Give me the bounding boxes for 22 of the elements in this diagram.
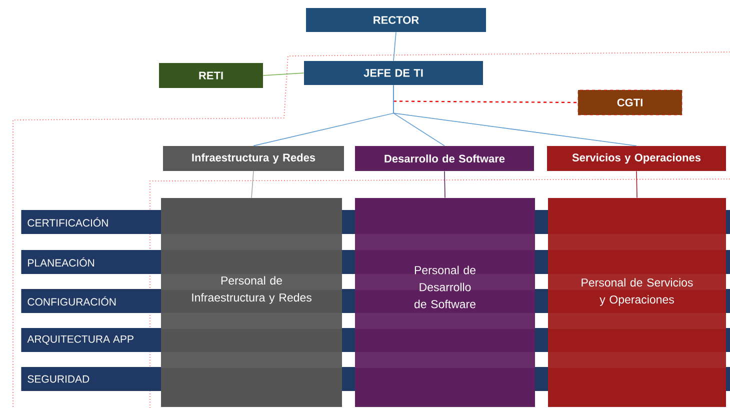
staff-box: Personal de Servicios y Operaciones: [548, 198, 726, 407]
connector-line: [251, 170, 254, 198]
area-header: Infraestructura y Redes: [163, 146, 344, 171]
connector-line: [262, 72, 304, 76]
side-box: RETI: [159, 63, 263, 88]
process-band: CONFIGURACIÓN: [21, 289, 162, 313]
staff-box: Personal de Infraestructura y Redes: [161, 198, 342, 407]
title-box: RECTOR: [306, 8, 486, 32]
connector-line: [636, 170, 638, 198]
area-header: Servicios y Operaciones: [547, 146, 726, 171]
process-band: CERTIFICACIÓN: [21, 210, 162, 234]
connector-line: [394, 100, 578, 104]
side-box: CGTI: [578, 90, 682, 116]
connector-line: [444, 170, 446, 198]
title-box: JEFE DE TI: [304, 61, 483, 85]
process-band: SEGURIDAD: [21, 367, 162, 391]
connector-line: [393, 84, 637, 146]
connector-line: [393, 32, 396, 62]
process-band: PLANEACIÓN: [21, 250, 162, 274]
area-header: Desarrollo de Software: [355, 146, 534, 171]
process-band: ARQUITECTURA APP: [21, 328, 162, 352]
staff-box: Personal de Desarrollo de Software: [355, 198, 535, 407]
